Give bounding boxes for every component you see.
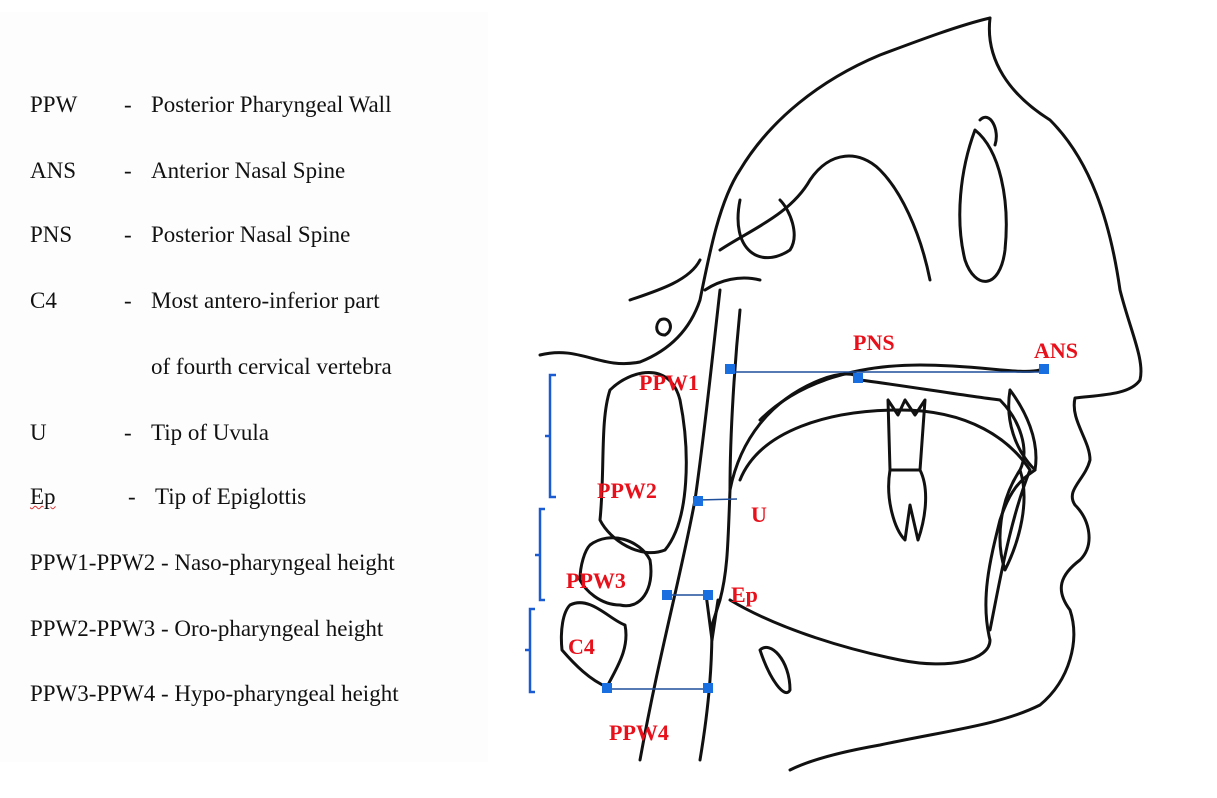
vertebra-c2: [598, 371, 688, 555]
legend-height-hypo: PPW3-PPW4 - Hypo-pharyngeal height: [30, 681, 399, 706]
label-ppw1: PPW1: [639, 370, 699, 395]
legend-height-naso: PPW1-PPW2 - Naso-pharyngeal height: [30, 550, 395, 575]
soft-palate: [728, 372, 860, 492]
marker-ppw1: [725, 364, 735, 374]
legend-abbr: PNS: [30, 222, 73, 247]
atlas: [655, 317, 672, 337]
label-c4: C4: [568, 634, 595, 659]
legend-dash: -: [124, 222, 132, 247]
ppw2-u-line: [697, 498, 738, 501]
legend-dash: -: [124, 92, 132, 117]
legend-desc: Tip of Uvula: [151, 420, 269, 445]
marker-pns: [853, 373, 863, 383]
frontal-sinus: [978, 116, 998, 147]
region-brackets: [525, 373, 556, 694]
lower-molar: [887, 468, 928, 542]
legend-abbr: C4: [30, 288, 57, 313]
legend-abbr: Ep: [30, 484, 56, 509]
marker-ep: [703, 590, 713, 600]
legend-desc: Posterior Pharyngeal Wall: [151, 92, 392, 117]
legend-desc: Posterior Nasal Spine: [151, 222, 351, 247]
legend-height-oro: PPW2-PPW3 - Oro-pharyngeal height: [30, 616, 384, 641]
legend-desc: Anterior Nasal Spine: [151, 158, 346, 183]
marker-ppw2: [693, 496, 703, 506]
bracket-oro: [535, 507, 545, 602]
label-u: U: [751, 502, 767, 527]
legend-desc: Tip of Epiglottis: [155, 484, 307, 509]
label-ppw3: PPW3: [566, 568, 626, 593]
bracket-naso: [545, 373, 556, 499]
label-ppw4: PPW4: [609, 720, 669, 745]
orbit: [958, 128, 1008, 283]
incisor-lower: [998, 468, 1026, 572]
occiput: [628, 258, 762, 302]
facial-profile: [788, 16, 1143, 772]
vertebra-c3: [578, 536, 653, 608]
marker-ans: [1039, 364, 1049, 374]
legend-abbr: U: [30, 420, 47, 445]
epiglottis: [704, 592, 720, 642]
label-ppw2: PPW2: [597, 478, 657, 503]
marker-ppw4: [703, 683, 713, 693]
tongue: [738, 408, 1032, 632]
legend-panel: PPW - Posterior Pharyngeal Wall ANS - An…: [0, 12, 488, 762]
cranial-base: [718, 154, 932, 282]
mandible: [728, 468, 1037, 666]
legend-dash: -: [124, 288, 132, 313]
legend-desc: Most antero-inferior part: [151, 288, 380, 313]
measurement-lines: [607, 371, 1044, 690]
marker-c4: [602, 683, 612, 693]
legend-dash: -: [128, 484, 136, 509]
label-ep: Ep: [731, 582, 758, 607]
bracket-hypo: [525, 607, 535, 694]
hyoid: [758, 646, 792, 694]
skull-outline: [538, 16, 992, 365]
marker-ppw3: [662, 590, 672, 600]
palate: [758, 363, 1042, 472]
label-pns: PNS: [853, 330, 895, 355]
pharyngeal-wall-anterior: [698, 308, 742, 762]
upper-molar: [886, 398, 927, 472]
legend-dash: -: [124, 420, 132, 445]
legend-abbr: ANS: [30, 158, 77, 183]
landmark-markers: [602, 364, 1049, 693]
legend-dash: -: [124, 158, 132, 183]
label-ans: ANS: [1034, 338, 1078, 363]
landmark-labels: PNS ANS PPW1 PPW2 U PPW3 Ep C4 PPW4: [566, 330, 1078, 745]
sella: [736, 198, 796, 260]
legend-abbr: PPW: [30, 92, 78, 117]
legend-desc: of fourth cervical vertebra: [151, 354, 392, 379]
